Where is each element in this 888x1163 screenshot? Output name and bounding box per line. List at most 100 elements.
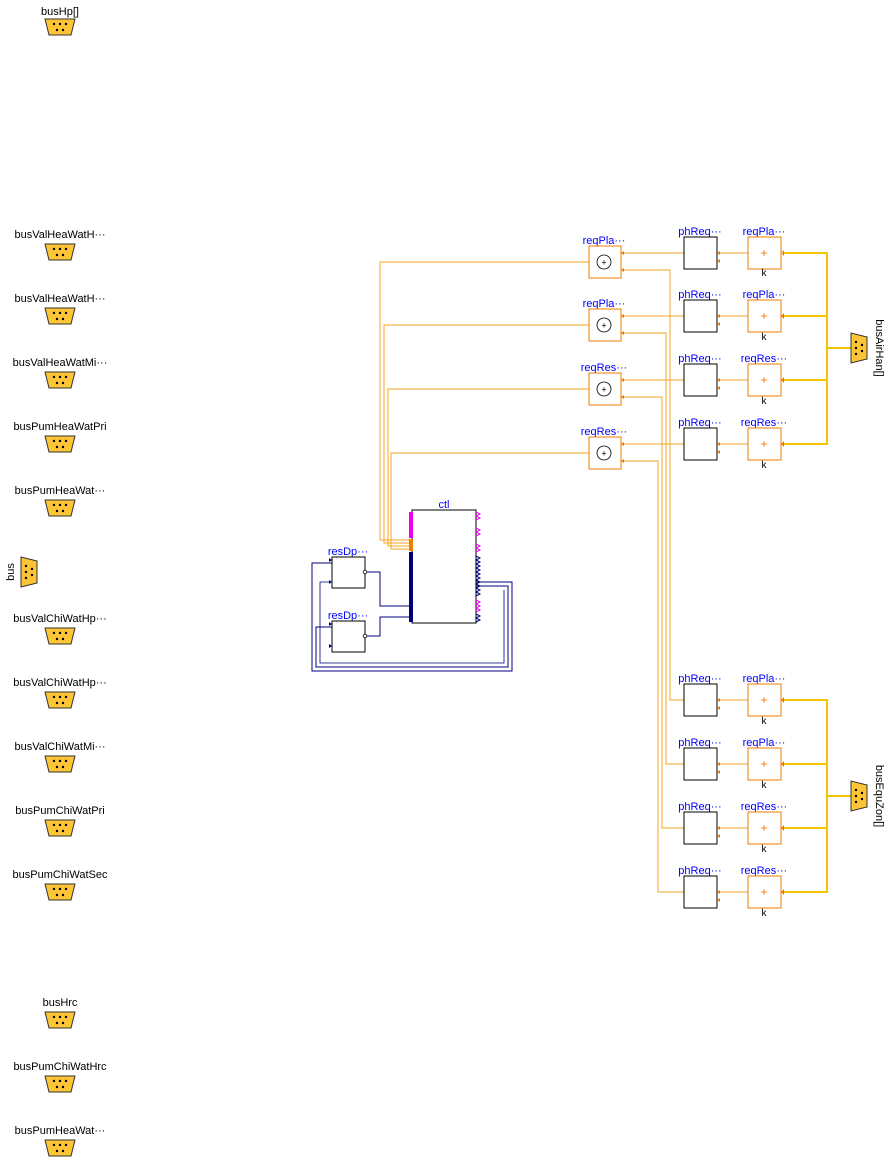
bus-label: busValHeaWatH··· — [14, 293, 105, 305]
bus-connector-icon — [850, 332, 868, 364]
req-block[interactable]: reqRes··· + k — [741, 865, 787, 919]
req-label: reqRes··· — [741, 353, 787, 365]
bus-label: busPumChiWatSec — [13, 869, 108, 881]
bus-label: busPumHeaWat··· — [15, 1125, 106, 1137]
bus-label: busHp[] — [41, 6, 79, 18]
req-block[interactable]: reqPla··· + k — [743, 673, 786, 727]
req-block[interactable]: reqRes··· + k — [741, 353, 787, 407]
bus-connector-bushp[interactable]: busHp[] — [41, 6, 79, 36]
reset-block-1[interactable]: resDp··· — [328, 546, 368, 589]
bus-connector-busvalchiwatmi[interactable]: busValChiWatMi··· — [14, 741, 106, 773]
bus-connector-icon — [44, 499, 76, 517]
req-block[interactable]: reqPla··· + k — [743, 289, 786, 343]
bus-connector-buspumchiwathrc[interactable]: busPumChiWatHrc — [13, 1061, 107, 1093]
phreq-label: phReq··· — [678, 353, 721, 365]
req-block[interactable]: reqRes··· + k — [741, 417, 787, 471]
add-block-label: reqPla··· — [583, 235, 626, 247]
bus-label: bus — [5, 563, 17, 581]
req-param: k — [762, 780, 768, 791]
add-block-symbol: + — [601, 385, 606, 395]
bus-connector-bus[interactable]: bus — [5, 556, 38, 588]
add-block-box — [588, 245, 622, 279]
bus-connector-busvalchiwathp-2[interactable]: busValChiWatHp··· — [13, 677, 107, 709]
add-block-symbol: + — [601, 321, 606, 331]
bus-connector-buspumheawat-2[interactable]: busPumHeaWat··· — [15, 1125, 106, 1157]
req-param: k — [762, 460, 768, 471]
bus-label: busValChiWatMi··· — [14, 741, 105, 753]
req-param: k — [762, 844, 768, 855]
req-label: reqPla··· — [743, 289, 786, 301]
bus-label: busPumChiWatHrc — [13, 1061, 107, 1073]
req-block[interactable]: reqRes··· + k — [741, 801, 787, 855]
add-block-3[interactable]: reqRes··· + — [581, 362, 627, 406]
phreq-label: phReq··· — [678, 673, 721, 685]
bus-connector-icon — [20, 556, 38, 588]
bus-connector-icon — [44, 1075, 76, 1093]
controller-outputs-navy — [474, 555, 482, 623]
lower-row-3: phReq··· reqRes··· + k — [678, 801, 787, 855]
req-symbol: + — [760, 309, 767, 323]
bus-label: busValHeaWatH··· — [14, 229, 105, 241]
bus-connector-icon — [44, 18, 76, 36]
controller-ctl[interactable]: ctl — [409, 499, 482, 624]
upper-row-1: phReq··· reqPla··· + k — [678, 226, 785, 279]
req-label: reqPla··· — [743, 737, 786, 749]
bus-label: busHrc — [43, 997, 78, 1009]
upper-row-2: phReq··· reqPla··· + k — [678, 289, 785, 343]
req-symbol: + — [760, 693, 767, 707]
upper-row-4: phReq··· reqRes··· + k — [678, 417, 787, 471]
req-block[interactable]: reqPla··· + k — [743, 737, 786, 791]
controller-label: ctl — [439, 499, 450, 511]
navy-wiring — [311, 562, 513, 672]
lower-row-4: phReq··· reqRes··· + k — [678, 865, 787, 919]
add-block-label: reqRes··· — [581, 426, 627, 438]
left-bus-connectors: busHp[] busValHeaWatH··· busValHeaWatH··… — [5, 6, 108, 1157]
controller-outputs-magenta — [474, 511, 482, 613]
bus-connector-icon — [850, 780, 868, 812]
phreq-block[interactable]: phReq··· — [678, 737, 722, 781]
bus-label: busValChiWatHp··· — [13, 677, 107, 689]
bus-connector-icon — [44, 883, 76, 901]
bus-connector-busairhan[interactable]: busAirHan[] — [850, 319, 885, 377]
phreq-block[interactable]: phReq··· — [678, 353, 722, 397]
reset-block-box — [331, 620, 366, 653]
reset-block-label: resDp··· — [328, 610, 368, 622]
add-block-1[interactable]: reqPla··· + — [583, 235, 626, 279]
bus-label: busPumChiWatPri — [15, 805, 104, 817]
bus-connector-buspumheawat-1[interactable]: busPumHeaWat··· — [15, 485, 106, 517]
req-label: reqRes··· — [741, 801, 787, 813]
bus-connector-buspumheawatpri[interactable]: busPumHeaWatPri — [13, 421, 107, 453]
phreq-block[interactable]: phReq··· — [678, 289, 722, 333]
bus-connector-buspumchiwatpri[interactable]: busPumChiWatPri — [15, 805, 105, 837]
add-block-4[interactable]: reqRes··· + — [581, 426, 627, 470]
bus-connector-bushrc[interactable]: busHrc — [43, 997, 78, 1029]
phreq-label: phReq··· — [678, 737, 721, 749]
add-block-symbol: + — [601, 449, 606, 459]
lower-row-1: phReq··· reqPla··· + k — [678, 673, 785, 727]
bus-connector-busvalheawatmi[interactable]: busValHeaWatMi··· — [13, 357, 108, 389]
bus-connector-icon — [44, 307, 76, 325]
bus-connector-icon — [44, 435, 76, 453]
phreq-label: phReq··· — [678, 865, 721, 877]
phreq-block[interactable]: phReq··· — [678, 417, 722, 461]
bus-connector-busvalchiwathp-1[interactable]: busValChiWatHp··· — [13, 613, 107, 645]
add-block-2[interactable]: reqPla··· + — [583, 298, 626, 342]
bus-connector-buspumchiwatsec[interactable]: busPumChiWatSec — [13, 869, 108, 901]
bus-label: busPumHeaWat··· — [15, 485, 106, 497]
phreq-block[interactable]: phReq··· — [678, 865, 722, 909]
phreq-block[interactable]: phReq··· — [678, 801, 722, 845]
bus-connector-busequzon[interactable]: busEquZon[] — [850, 765, 885, 827]
phreq-block[interactable]: phReq··· — [678, 226, 722, 270]
bus-connector-icon — [44, 243, 76, 261]
reset-block-label: resDp··· — [328, 546, 368, 558]
bus-label: busValHeaWatMi··· — [13, 357, 108, 369]
req-block[interactable]: reqPla··· + k — [743, 226, 786, 279]
bus-connector-busvalheawath-1[interactable]: busValHeaWatH··· — [14, 229, 106, 261]
req-symbol: + — [760, 373, 767, 387]
phreq-block[interactable]: phReq··· — [678, 673, 722, 717]
orange-wiring — [379, 252, 748, 893]
bus-connector-busvalheawath-2[interactable]: busValHeaWatH··· — [14, 293, 106, 325]
reset-block-2[interactable]: resDp··· — [328, 610, 368, 653]
bus-connector-icon — [44, 1139, 76, 1157]
lower-row-2: phReq··· reqPla··· + k — [678, 737, 785, 791]
